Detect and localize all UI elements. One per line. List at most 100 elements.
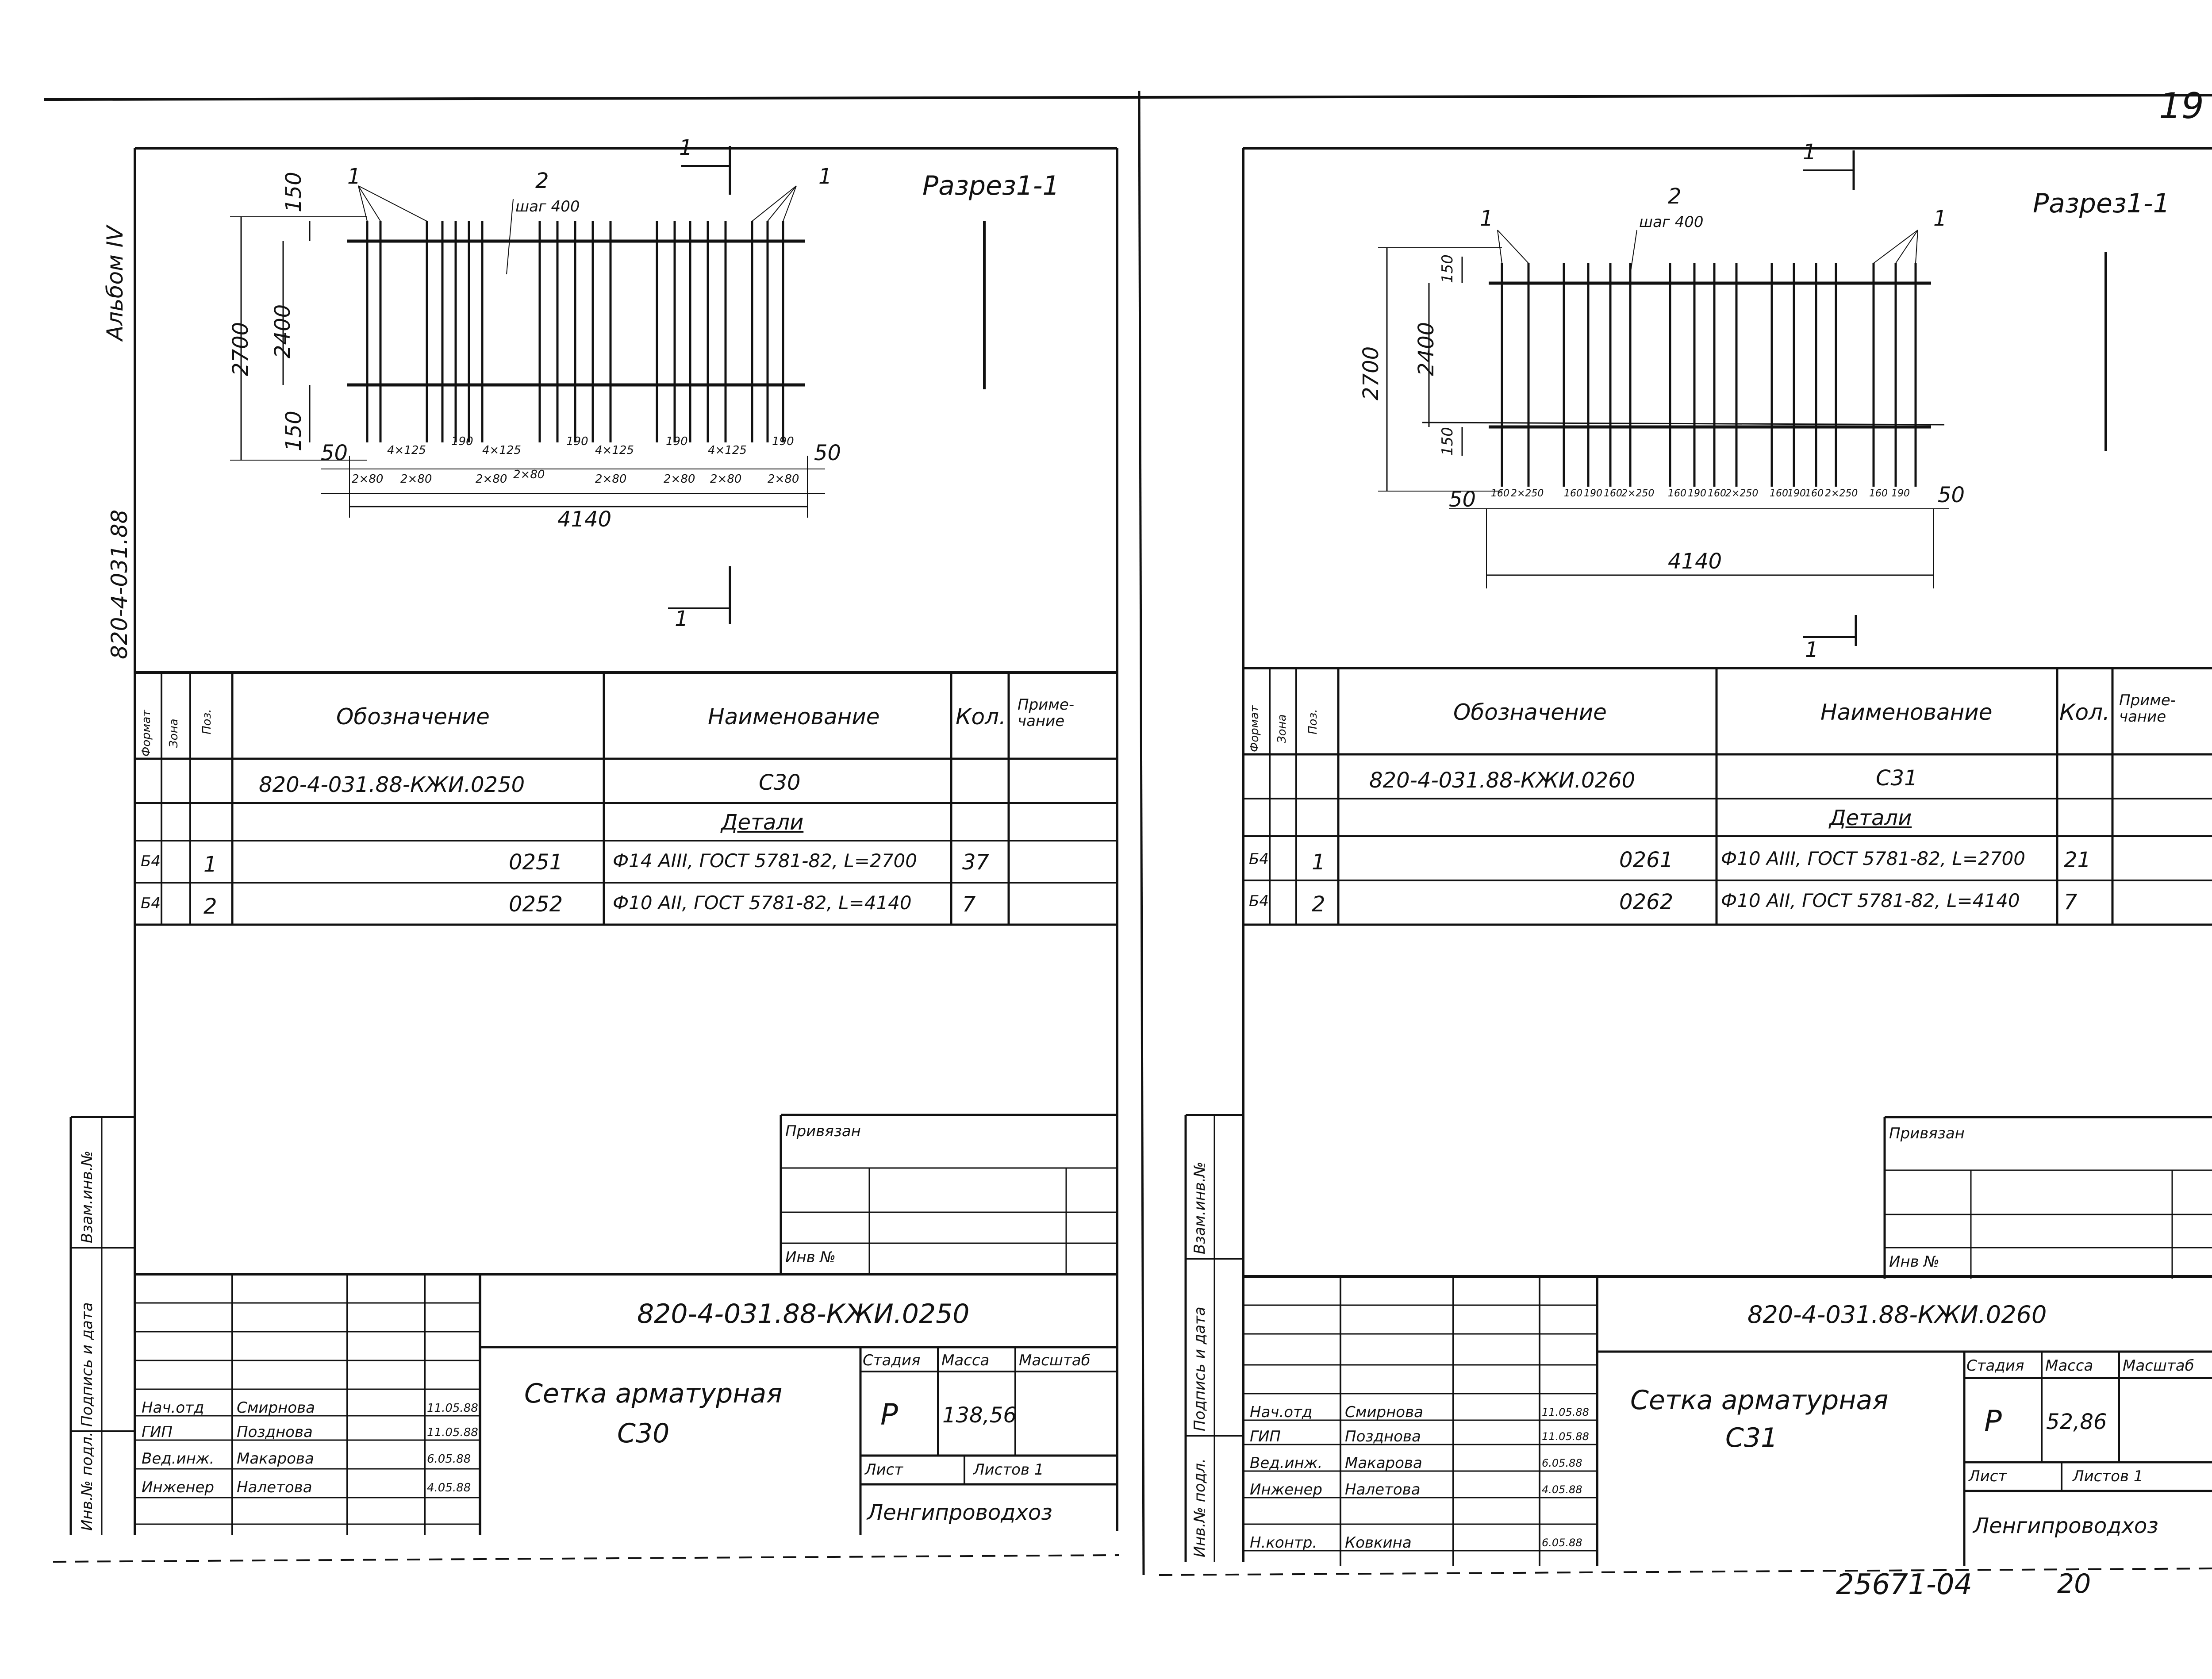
- signature-date: 4.05.88: [1542, 1483, 1582, 1496]
- drawing-sheet-s30: Разрез1-1 1 1 1 1 2 шаг 400 2700 2400 15…: [69, 135, 1118, 1535]
- dim-end-left: 50: [1449, 487, 1476, 512]
- product-mark: С30: [617, 1418, 670, 1449]
- stage-value: Р: [1984, 1404, 2002, 1438]
- signature-role: Инженер: [1250, 1481, 1322, 1498]
- dim-height-total: 2700: [1359, 346, 1383, 400]
- signature-name: Смирнова: [1345, 1403, 1423, 1421]
- header-format: Формат: [140, 710, 153, 757]
- scale-label: Масштаб: [2123, 1357, 2194, 1375]
- header-note: Приме- чание: [2119, 692, 2176, 726]
- row-designation: 0252: [509, 892, 563, 917]
- dim-spacing: 4×125: [708, 444, 747, 457]
- header-name: Наименование: [708, 704, 880, 730]
- row-position: 1: [1312, 850, 1325, 875]
- signature-role: Нач.отд: [1250, 1403, 1313, 1421]
- dim-spacing: 160: [1708, 488, 1726, 499]
- section-title: Разрез1-1: [2033, 188, 2170, 219]
- row-designation: 0262: [1619, 890, 1674, 914]
- dim-spacing: 2×80: [664, 473, 695, 486]
- doc-code: 820-4-031.88-КЖИ.0260: [1747, 1301, 2047, 1329]
- dim-spacing: 2×80: [768, 473, 799, 486]
- details-label: Детали: [1829, 806, 1912, 830]
- dim-spacing: 2×80: [595, 473, 627, 486]
- dim-spacing: 2×250: [1725, 488, 1759, 499]
- dim-spacing: 2×250: [1621, 488, 1655, 499]
- row-quantity: 21: [2064, 848, 2091, 872]
- signature-name: Макарова: [237, 1450, 314, 1468]
- doc-code: 820-4-031.88-КЖИ.0250: [637, 1299, 970, 1329]
- dim-spacing: 190: [1891, 488, 1910, 499]
- page-number: 19: [2159, 85, 2204, 127]
- drawing-sheet-s31: Разрез1-1 1 1 1 1 2 шаг 400 2700 2400 15…: [1139, 0, 2212, 1679]
- sheet-s30-lines: [69, 146, 1118, 1535]
- dim-spacing: 4×125: [482, 444, 521, 457]
- row-designation: 0251: [509, 850, 563, 875]
- signature-role: Н.контр.: [1250, 1534, 1317, 1552]
- dim-end-left: 50: [321, 441, 348, 465]
- signature-date: 4.05.88: [427, 1481, 471, 1495]
- header-format: Формат: [1248, 705, 1261, 753]
- details-label: Детали: [721, 810, 804, 835]
- header-note: Приме- чание: [1018, 696, 1075, 730]
- side-label-inventory: Инв.№ подл.: [78, 1432, 96, 1531]
- organization-name: Ленгипроводхоз: [1973, 1514, 2158, 1538]
- stage-label: Стадия: [1966, 1357, 2024, 1375]
- position-1-label: 1: [1480, 206, 1494, 231]
- signature-date: 11.05.88: [1542, 1430, 1589, 1443]
- signature-role: Инженер: [142, 1479, 214, 1496]
- section-mark-bottom: 1: [675, 607, 688, 631]
- signature-role: Вед.инж.: [1250, 1454, 1323, 1472]
- signature-role: ГИП: [1250, 1428, 1281, 1445]
- doc-name: С30: [759, 770, 801, 795]
- signature-name: Макарова: [1345, 1454, 1422, 1472]
- mesh-drawing-s31: [1378, 150, 2107, 646]
- header-position: Поз.: [1306, 709, 1320, 734]
- section-mark-bottom: 1: [1805, 638, 1819, 662]
- mass-value: 138,56: [942, 1403, 1017, 1428]
- section-mark-top: 1: [679, 135, 693, 160]
- dim-spacing: 190: [566, 435, 588, 448]
- bound-label: Привязан: [785, 1122, 861, 1140]
- dim-spacing: 4×125: [387, 444, 426, 457]
- dim-height-total: 2700: [228, 322, 253, 376]
- step-label: шаг 400: [1639, 213, 1704, 231]
- dim-spacing: 190: [772, 435, 794, 448]
- signature-name: Налетова: [237, 1479, 312, 1496]
- row-quantity: 37: [962, 850, 990, 875]
- position-1-label: 1: [1933, 206, 1947, 231]
- signature-role: Нач.отд: [142, 1399, 204, 1417]
- side-label-substitute: Взам.инв.№: [78, 1150, 96, 1243]
- dim-spacing: 160: [1770, 488, 1788, 499]
- row-position: 2: [1312, 892, 1325, 917]
- row-format: Б4: [141, 895, 161, 912]
- series-code: 820-4-031.88: [107, 509, 132, 659]
- mass-label: Масса: [2045, 1357, 2093, 1375]
- dim-spacing: 160: [1564, 488, 1582, 499]
- dim-offset-bottom: 150: [281, 411, 306, 451]
- doc-designation: 820-4-031.88-КЖИ.0260: [1369, 768, 1636, 793]
- header-quantity: Кол.: [2059, 699, 2110, 725]
- signature-role: ГИП: [142, 1423, 173, 1441]
- row-format: Б4: [1249, 850, 1269, 868]
- stage-label: Стадия: [863, 1352, 921, 1369]
- dim-end-right: 50: [814, 441, 841, 465]
- dim-spacing: 190: [1787, 488, 1806, 499]
- side-label-signature: Подпись и дата: [78, 1302, 96, 1427]
- dim-height-inner: 2400: [270, 304, 295, 358]
- row-name: Ф10 АII, ГОСТ 5781-82, L=4140: [613, 892, 912, 914]
- row-designation: 0261: [1619, 848, 1674, 872]
- dim-spacing: 4×125: [595, 444, 634, 457]
- dim-offset-top: 150: [1439, 254, 1456, 283]
- doc-name: С31: [1876, 766, 1918, 791]
- header-name: Наименование: [1820, 699, 1993, 725]
- mesh-drawing-s30: [230, 146, 986, 624]
- dim-spacing: 2×80: [352, 473, 384, 486]
- dim-end-right: 50: [1938, 483, 1965, 507]
- dim-spacing: 2×250: [1511, 488, 1544, 499]
- signature-name: Смирнова: [237, 1399, 315, 1417]
- signature-name: Ковкина: [1345, 1534, 1412, 1552]
- header-designation: Обозначение: [1453, 699, 1607, 725]
- row-quantity: 7: [2064, 890, 2078, 914]
- header-quantity: Кол.: [956, 704, 1006, 730]
